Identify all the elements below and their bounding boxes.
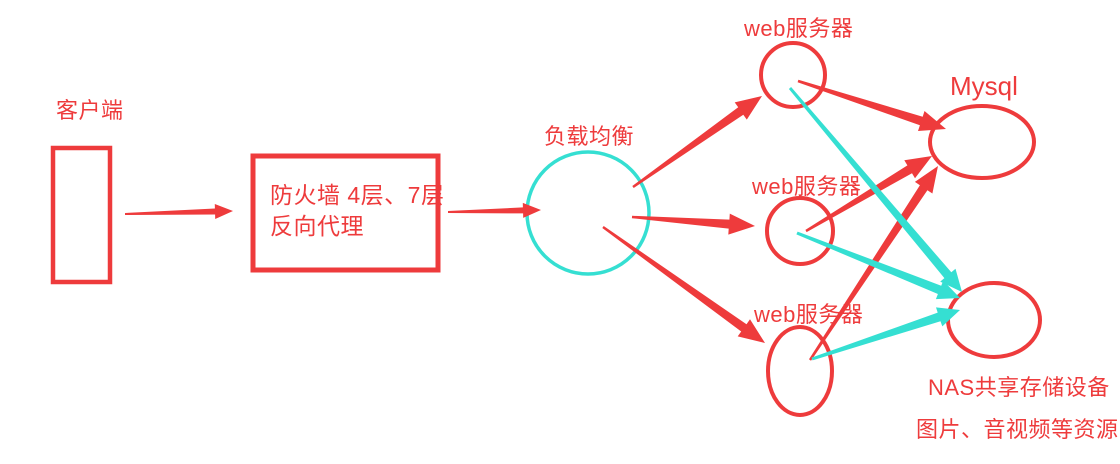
load-balancer-label: 负载均衡 (544, 124, 635, 149)
mysql-node-shape (928, 104, 1036, 180)
edge-arrow-client-to-firewall (125, 204, 233, 219)
client-label: 客户端 (56, 98, 124, 123)
web-server-2-node-shape (765, 196, 835, 266)
nas-resources-label: 图片、音视频等资源 (916, 417, 1119, 442)
edge-arrow-web_server_3-to-nas (811, 307, 960, 361)
web-server-3-node-shape (766, 325, 834, 417)
web-server-1-label: web服务器 (744, 16, 854, 41)
edge-arrow-web_server_1-to-nas (788, 87, 962, 292)
edge-arrow-web_server_2-to-nas (796, 231, 960, 300)
client-node-shape (50, 145, 113, 285)
web-server-1-node-shape (759, 41, 827, 109)
nas-node-shape (946, 281, 1042, 359)
edge-arrow-firewall-to-load_balancer (448, 202, 541, 218)
edge-arrow-load_balancer-to-web_server_2 (631, 213, 755, 235)
firewall-label-line2: 反向代理 (270, 213, 364, 239)
edge-arrow-load_balancer-to-web_server_1 (632, 96, 762, 188)
firewall-node-shape (250, 153, 441, 273)
firewall-label-line1: 防火墙 4层、7层 (270, 182, 445, 208)
load-balancer-node-shape (525, 150, 651, 276)
mysql-label: Mysql (950, 71, 1018, 101)
edge-arrow-load_balancer-to-web_server_3 (602, 226, 765, 343)
nas-label: NAS共享存储设备 (928, 375, 1110, 400)
edge-arrow-web_server_2-to-mysql (805, 156, 932, 233)
edge-arrow-web_server_1-to-mysql (797, 79, 946, 131)
web-server-2-label: web服务器 (752, 174, 862, 199)
edges-layer (125, 79, 962, 361)
web-server-3-label: web服务器 (754, 302, 864, 327)
firewall-label: 防火墙 4层、7层 反向代理 (270, 180, 444, 242)
